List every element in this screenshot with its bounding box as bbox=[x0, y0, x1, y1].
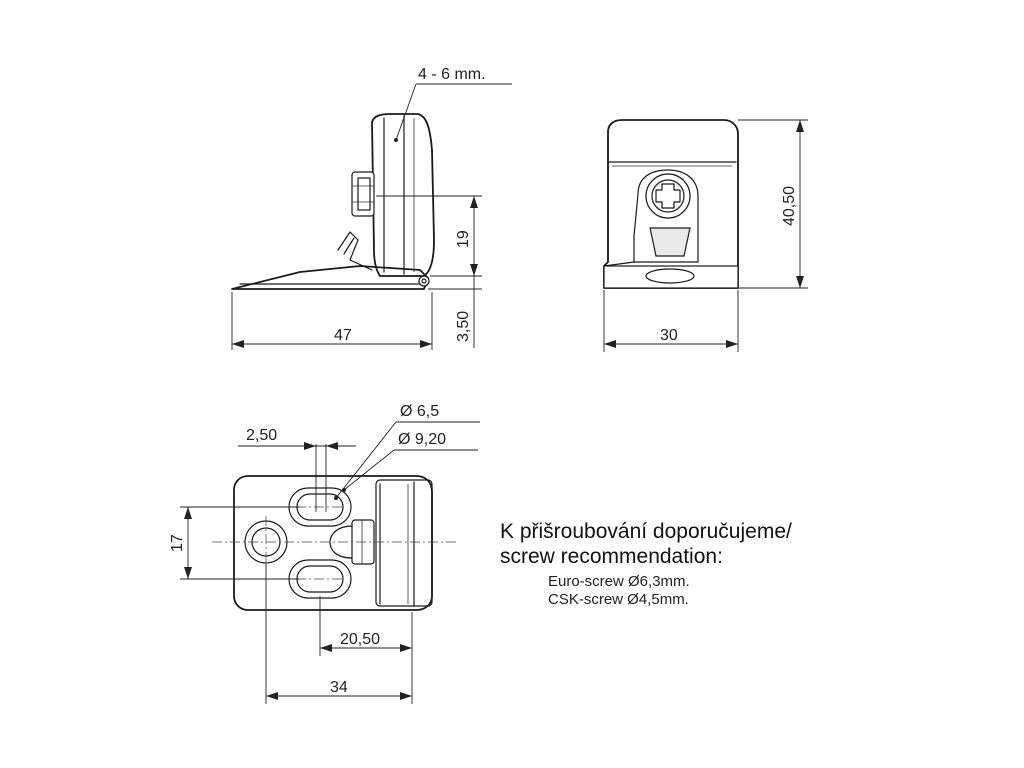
label-diameter-6-5: Ø 6,5 bbox=[400, 403, 439, 420]
label-spacing-17: 17 bbox=[169, 534, 186, 552]
note-title-line1: K přišroubování doporučujeme/ bbox=[500, 520, 792, 543]
side-view: 4 - 6 mm. 19 3,50 47 bbox=[231, 66, 512, 350]
front-view: 40,50 30 bbox=[603, 119, 808, 352]
note-title-line2: screw recommendation: bbox=[500, 545, 723, 568]
label-length-47: 47 bbox=[334, 327, 352, 344]
label-offset-2-50: 2,50 bbox=[246, 427, 277, 444]
label-height-19: 19 bbox=[455, 230, 472, 248]
label-dist-34: 34 bbox=[330, 679, 348, 696]
label-dist-20-50: 20,50 bbox=[340, 631, 380, 648]
label-width-30: 30 bbox=[660, 327, 678, 344]
label-thickness: 4 - 6 mm. bbox=[418, 66, 486, 83]
label-base-3-50: 3,50 bbox=[455, 311, 472, 342]
note-item-csk-screw: CSK-screw Ø4,5mm. bbox=[548, 591, 689, 608]
top-view: 2,50 Ø 6,5 Ø 9,20 17 20,50 34 bbox=[169, 403, 480, 704]
label-height-40-50: 40,50 bbox=[781, 186, 798, 226]
note-item-euro-screw: Euro-screw Ø6,3mm. bbox=[548, 573, 690, 590]
label-diameter-9-20: Ø 9,20 bbox=[398, 431, 446, 448]
